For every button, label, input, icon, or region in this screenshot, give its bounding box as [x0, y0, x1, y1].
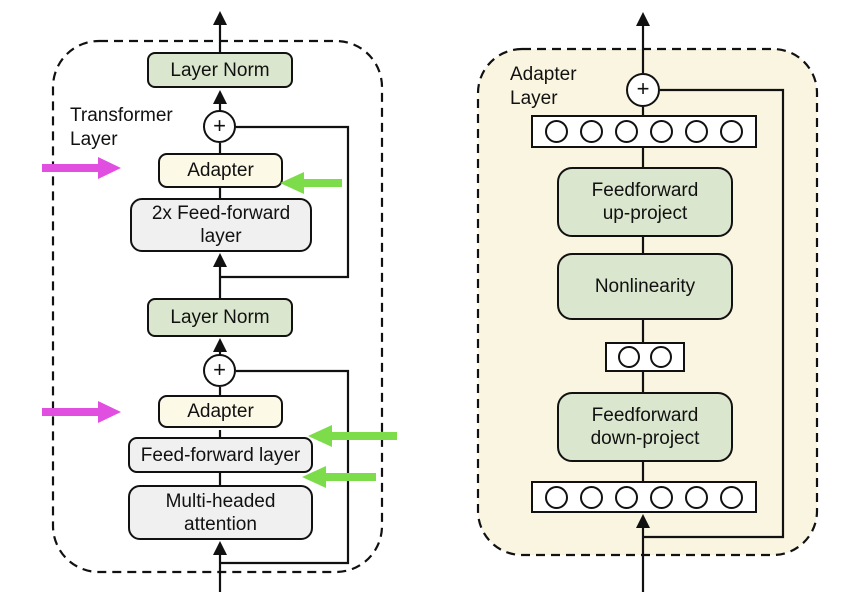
bottleneck-row — [605, 342, 685, 372]
feature-circle-icon — [650, 120, 673, 143]
feedforward-down-project-block: Feedforward down-project — [557, 392, 733, 462]
left-arrowheads — [213, 11, 227, 555]
feature-circle-icon — [615, 485, 638, 509]
feature-row-top — [531, 115, 757, 148]
arrowhead-into-row-bottom-icon — [636, 514, 650, 528]
green-arrow-ff-bottom-icon — [302, 466, 376, 488]
pink-arrow-adapter-top-icon — [42, 157, 121, 179]
arrowhead-into-mha-icon — [213, 541, 227, 555]
feed-forward-block: Feed-forward layer — [128, 437, 313, 473]
adapter-residual-add: + — [626, 73, 660, 107]
feature-circle-icon — [720, 485, 743, 509]
arrowhead-output-icon — [213, 11, 227, 25]
feature-circle-icon — [720, 120, 743, 143]
layer-norm-top-block: Layer Norm — [147, 52, 293, 88]
feature-circle-icon — [580, 485, 603, 509]
transformer-layer-boundary — [51, 39, 384, 574]
feature-circle-icon — [615, 120, 638, 143]
right-arrowheads — [636, 12, 650, 528]
adapter-bottom-block: Adapter — [158, 395, 283, 428]
feature-circle-icon — [650, 485, 673, 509]
layer-norm-bottom-block: Layer Norm — [147, 298, 293, 337]
right-flow-wires — [641, 23, 785, 592]
transformer-layer-label: Transformer Layer — [70, 105, 173, 150]
feedforward-up-project-block: Feedforward up-project — [557, 167, 733, 237]
feature-circle-icon — [650, 346, 673, 368]
green-arrows — [280, 172, 397, 488]
arrowhead-into-layernorm-top-icon — [213, 90, 227, 104]
pink-arrows — [42, 157, 121, 423]
feature-circle-icon — [545, 120, 568, 143]
arrowhead-into-layernorm-bottom-icon — [213, 338, 227, 352]
adapter-skip-connection — [644, 88, 785, 539]
nonlinearity-block: Nonlinearity — [557, 253, 733, 320]
arrowhead-right-output-icon — [636, 12, 650, 26]
feature-row-bottom — [531, 481, 757, 513]
feature-circle-icon — [617, 346, 640, 368]
pink-arrow-adapter-bottom-icon — [42, 401, 121, 423]
green-arrow-ff-top-icon — [308, 425, 397, 447]
residual-add-top: + — [203, 110, 236, 143]
skip-connection-bottom — [221, 369, 350, 565]
multi-headed-attention-block: Multi-headed attention — [128, 485, 313, 540]
feature-circle-icon — [685, 485, 708, 509]
feature-circle-icon — [545, 485, 568, 509]
residual-add-bottom: + — [203, 354, 236, 387]
feed-forward-2x-block: 2x Feed-forward layer — [130, 198, 312, 252]
left-flow-wires — [218, 22, 350, 592]
feature-circle-icon — [685, 120, 708, 143]
arrowhead-into-ff2x-icon — [213, 253, 227, 267]
feature-circle-icon — [580, 120, 603, 143]
adapter-top-block: Adapter — [158, 153, 283, 188]
adapter-layer-label: Adapter Layer — [510, 64, 577, 109]
skip-connection-top — [221, 125, 350, 279]
green-arrow-adapter-icon — [280, 172, 342, 194]
